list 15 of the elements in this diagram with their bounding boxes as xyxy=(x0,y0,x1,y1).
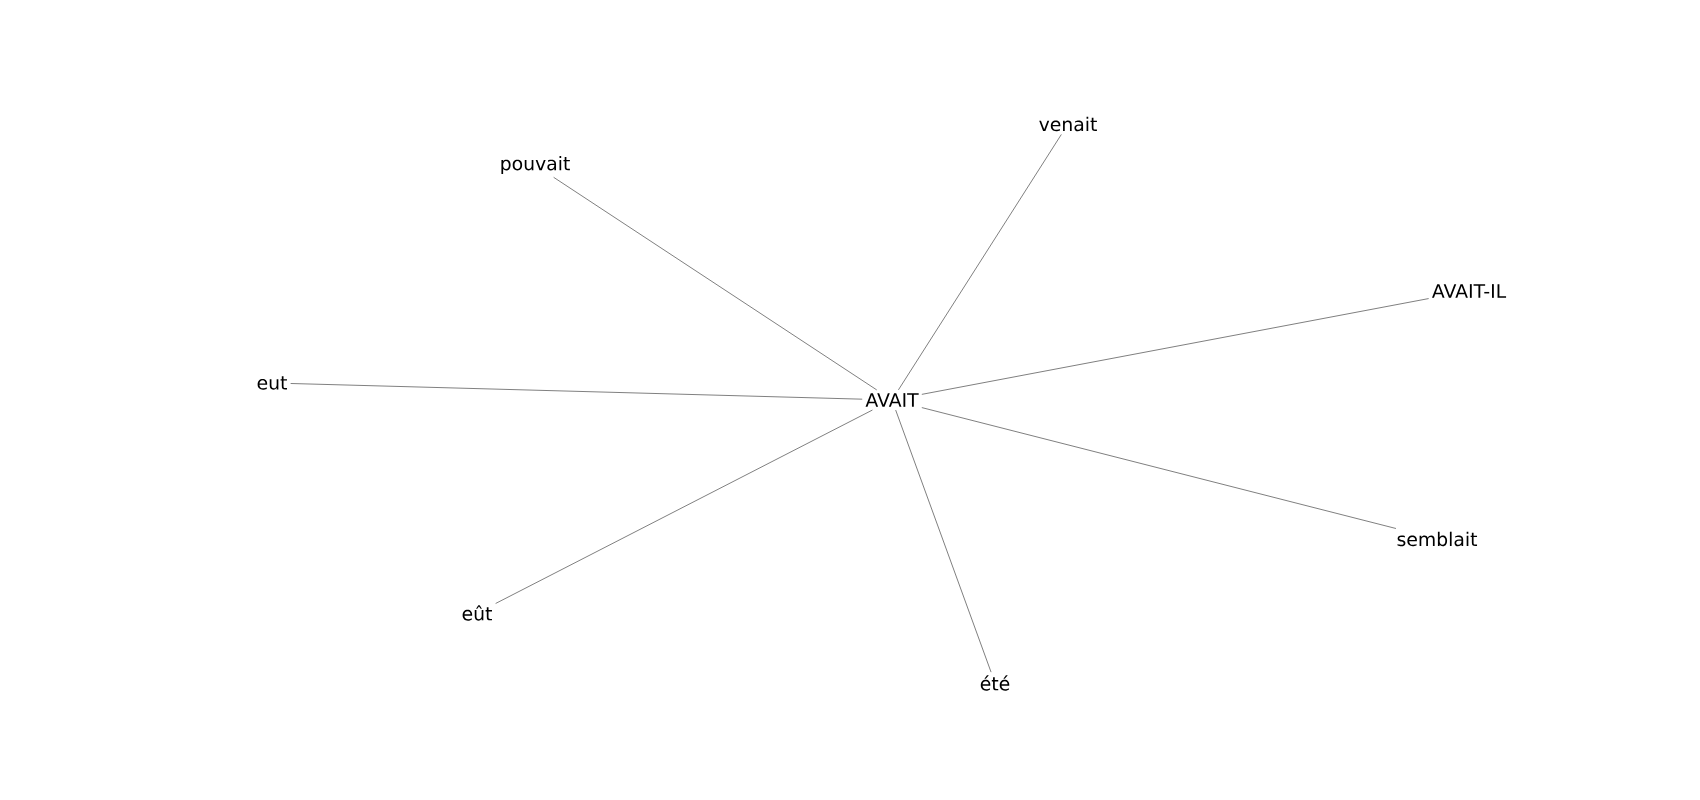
connector-line xyxy=(921,298,1430,395)
word-label: pouvait xyxy=(501,155,570,175)
connector-line xyxy=(495,409,873,604)
word-label: AVAIT-IL xyxy=(1432,284,1507,298)
word-label: AVAIT xyxy=(865,393,919,407)
connector-line xyxy=(553,176,878,391)
connector-line xyxy=(290,383,863,400)
word-label: venait xyxy=(1039,116,1097,132)
word-label: semblait xyxy=(1397,531,1478,547)
connector-line xyxy=(921,407,1397,529)
word-label: eut xyxy=(257,376,287,390)
word-label: eût xyxy=(462,605,492,621)
connector-line xyxy=(897,133,1062,391)
connector-line xyxy=(895,409,992,673)
word-label: été xyxy=(980,675,1010,691)
